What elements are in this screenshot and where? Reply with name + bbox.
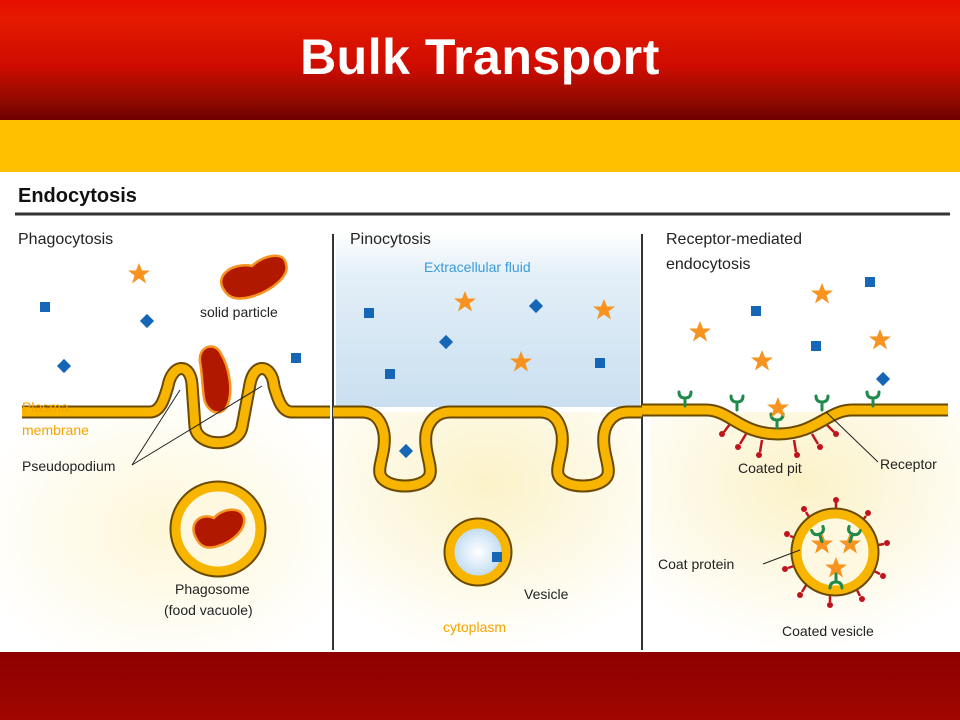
coat-protein: [817, 444, 823, 450]
leader-line: [762, 549, 801, 565]
square-molecule: [40, 302, 50, 312]
vesicle-label: Vesicle: [524, 586, 569, 602]
receptor: [729, 394, 745, 412]
square-molecule: [364, 308, 374, 318]
cytoplasm-label: cytoplasm: [443, 619, 506, 635]
phagosome-label: Phagosome: [175, 581, 250, 597]
diagram-svg: Endocytosis Phagocytosis Pinocytosis Rec…: [0, 185, 960, 652]
star-molecule: [751, 350, 773, 371]
endocytosis-diagram: Endocytosis Phagocytosis Pinocytosis Rec…: [0, 172, 960, 652]
square-molecule: [595, 358, 605, 368]
phagosome-label: (food vacuole): [164, 602, 253, 618]
coated-vesicle-label: Coated vesicle: [782, 623, 874, 639]
star-molecule: [869, 329, 891, 350]
receptor: [814, 394, 830, 412]
phagocytosis-title: Phagocytosis: [18, 231, 113, 248]
receptor-mediated-title: Receptor-mediated: [666, 231, 802, 248]
square-molecule: [875, 371, 891, 387]
coat-protein: [794, 452, 800, 458]
leader-line: [131, 385, 263, 466]
pinocytosis-title: Pinocytosis: [350, 231, 431, 248]
star-molecule: [811, 283, 833, 304]
square-molecule: [811, 341, 821, 351]
solid-particle-label: solid particle: [200, 304, 278, 320]
square-molecule: [865, 277, 875, 287]
square-molecule: [751, 306, 761, 316]
coated-vesicle: [782, 497, 890, 608]
receptor-mediated-panel: Coated pit Receptor: [642, 277, 948, 639]
receptor-mediated-title: endocytosis: [666, 256, 751, 273]
plasma-membrane-label: Plasma: [22, 399, 69, 415]
coat-protein: [756, 452, 762, 458]
phagosome-particle: [192, 508, 246, 549]
slide-title: Bulk Transport: [300, 29, 660, 85]
pinocytosis-panel: Extracellular fluid Vesicle cytoplasm: [333, 259, 642, 635]
title-bar: Bulk Transport: [0, 0, 960, 120]
diagram-heading: Endocytosis: [18, 185, 137, 207]
coat-protein-label: Coat protein: [658, 556, 734, 572]
receptor-label: Receptor: [880, 456, 937, 472]
square-molecule: [56, 358, 72, 374]
solid-particle: [220, 254, 288, 300]
extracellular-fluid-label: Extracellular fluid: [424, 259, 531, 275]
square-molecule: [385, 369, 395, 379]
leader-line: [825, 411, 879, 463]
footer-bar: [0, 652, 960, 720]
leader-line: [131, 389, 181, 466]
phagocytosis-panel: solid particle Plasma membrane Pseudopod…: [22, 254, 330, 618]
cytoplasm-background: [0, 407, 330, 652]
square-molecule: [492, 552, 502, 562]
coat-protein: [735, 444, 741, 450]
pseudopodium-label: Pseudopodium: [22, 458, 115, 474]
coat-protein: [833, 431, 839, 437]
coat-proteins: [723, 423, 835, 453]
square-molecule: [291, 353, 301, 363]
square-molecule: [139, 313, 155, 329]
accent-band: [0, 120, 960, 172]
coat-protein: [719, 431, 725, 437]
star-molecule: [689, 321, 711, 342]
engulfed-particle: [198, 345, 232, 414]
plasma-membrane-label: membrane: [22, 422, 89, 438]
star-molecule: [128, 263, 150, 284]
coated-pit-label: Coated pit: [738, 460, 802, 476]
